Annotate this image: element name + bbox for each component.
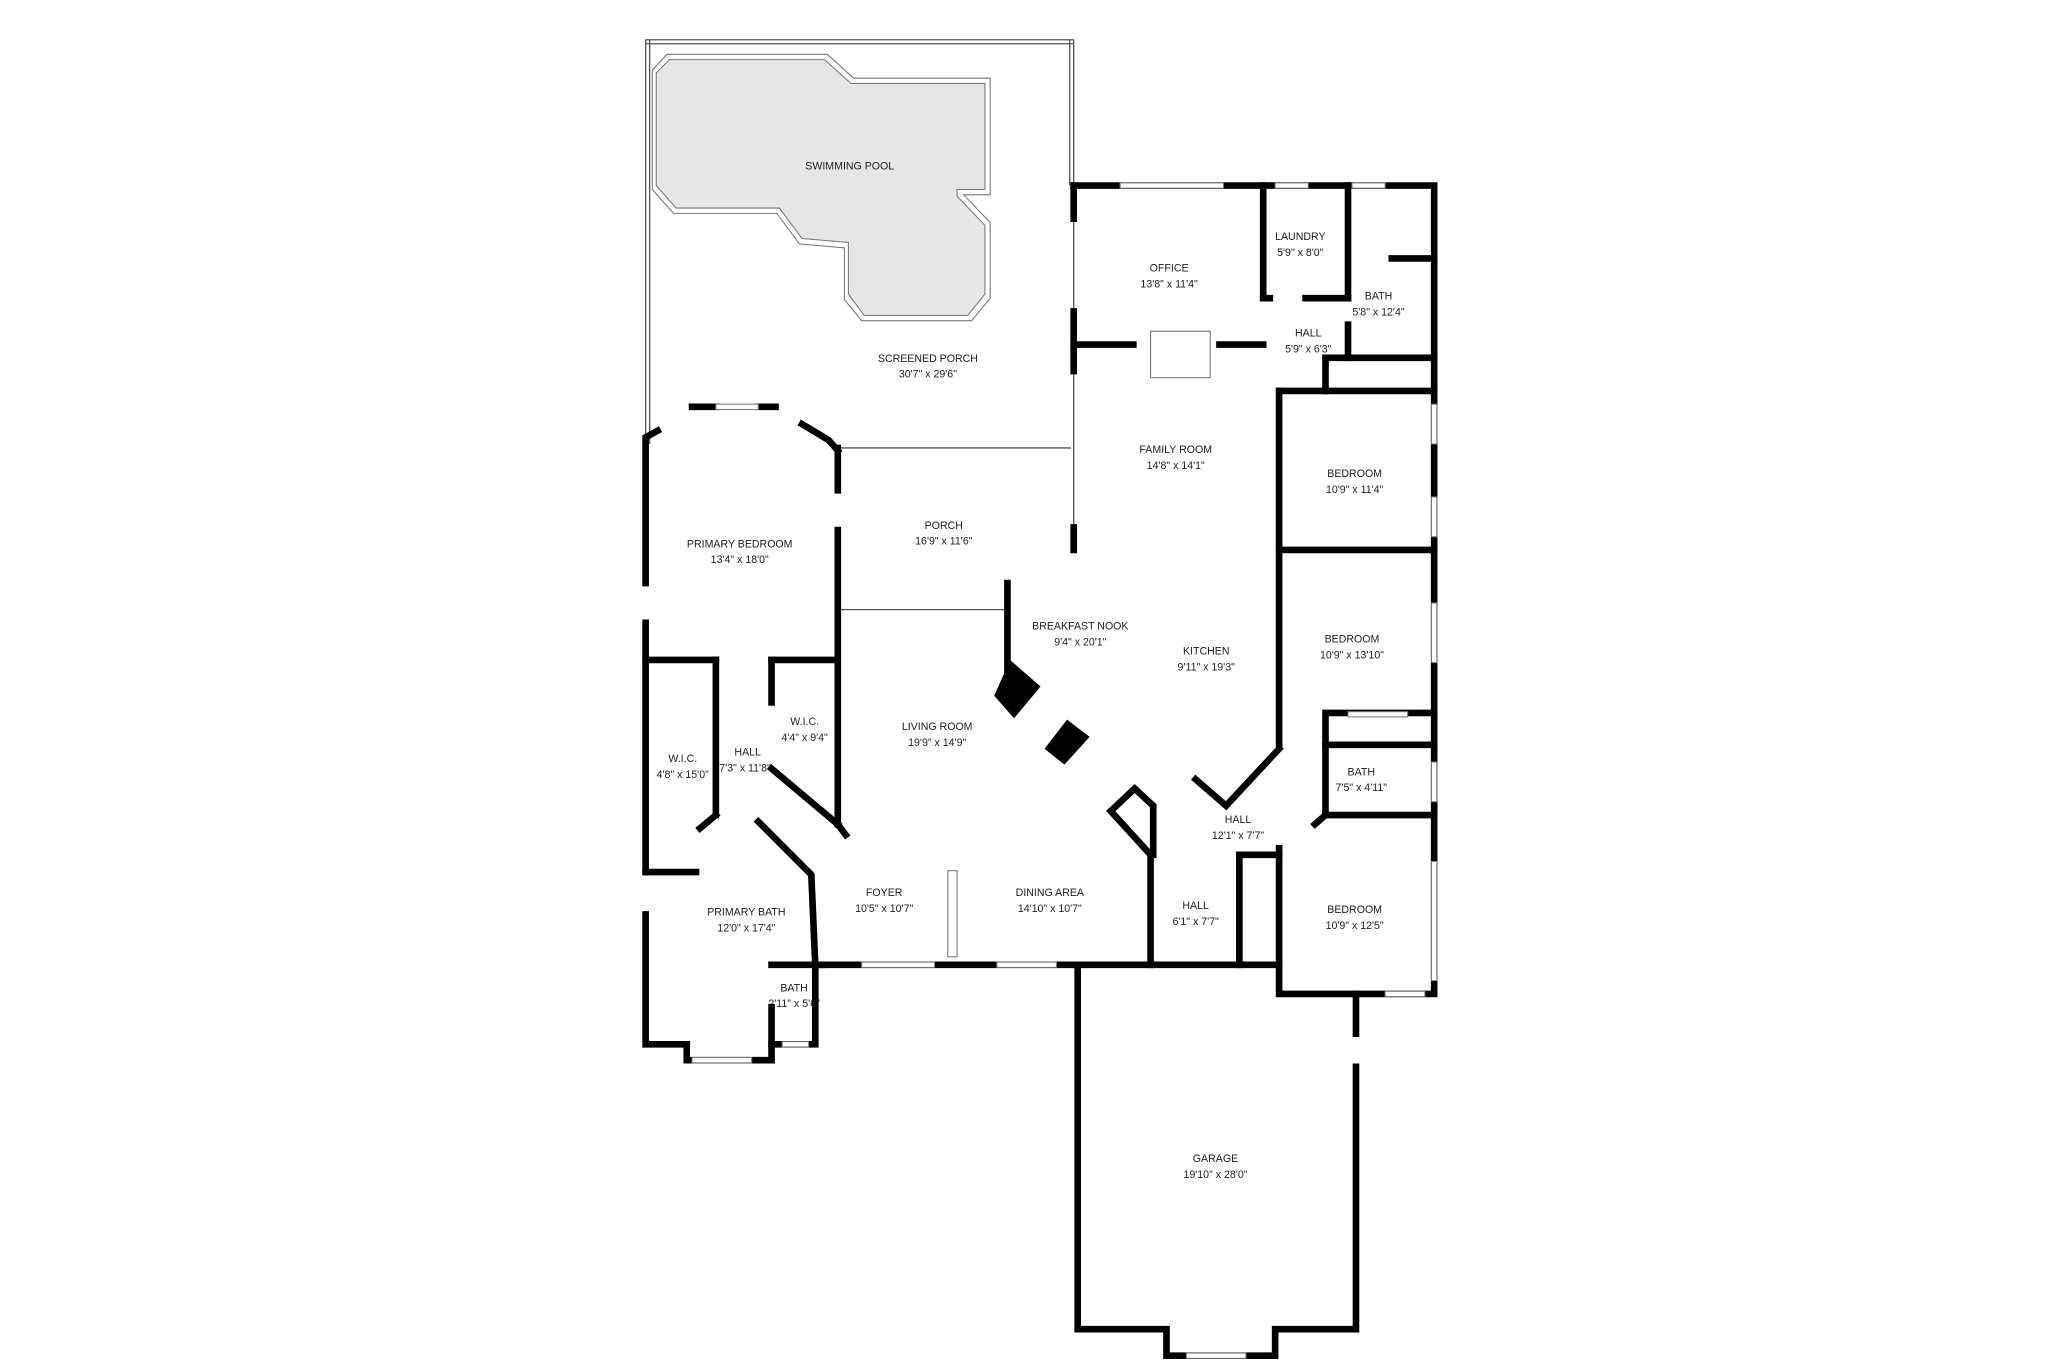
laundry-label: LAUNDRY [1275,231,1325,243]
bath-upper-label: BATH [1365,291,1392,303]
breakfast-nook-label: BREAKFAST NOOK [1032,620,1128,632]
bath-upper-size: 5'8" x 12'4" [1352,306,1404,318]
bedroom-1-size: 10'9" x 11'4" [1326,484,1384,496]
hall-primary-label: HALL [734,746,761,758]
pool-label: SWIMMING POOL [805,161,894,173]
fireplace-block [994,659,1041,719]
bath-mid-label: BATH [1348,766,1375,778]
breakfast-nook-size: 9'4" x 20'1" [1054,636,1106,648]
family-room-size: 14'8" x 14'1" [1147,460,1205,472]
primary-bedroom-size: 13'4" x 18'0" [711,554,769,566]
porch-size: 16'9" x 11'6" [915,536,973,548]
wic-right-label: W.I.C. [790,716,819,728]
bedroom-2-size: 10'9" x 13'10" [1320,650,1384,662]
living-room-size: 19'9" x 14'9" [908,737,966,749]
wic-left-size: 4'8" x 15'0" [657,769,709,781]
family-room-label: FAMILY ROOM [1139,444,1212,456]
wic-left-label: W.I.C. [668,753,697,765]
bath-small-label: BATH [780,982,807,994]
kitchen-label: KITCHEN [1183,646,1229,658]
room-labels: SWIMMING POOL SCREENED PORCH 30'7" x 29'… [657,161,1405,1182]
foyer-divider [947,870,958,958]
garage-label: GARAGE [1193,1153,1238,1165]
hall-small-label: HALL [1182,900,1209,912]
hearth [1150,330,1211,379]
bedroom-3-label: BEDROOM [1327,904,1382,916]
dining-area-label: DINING AREA [1016,887,1085,899]
hall-mid-size: 12'1" x 7'7" [1212,830,1264,842]
hall-small-size: 6'1" x 7'7" [1172,916,1219,928]
laundry-size: 5'9" x 8'0" [1277,247,1324,259]
swimming-pool-water [655,59,986,316]
hall-upper-size: 5'9" x 6'3" [1285,344,1332,356]
screened-porch-screens [644,39,1075,611]
hall-primary-size: 7'3" x 11'8" [719,762,771,774]
office-label: OFFICE [1150,263,1189,275]
kitchen-island-block [1044,719,1090,765]
screened-porch-label: SCREENED PORCH [878,353,978,365]
bedroom-2-label: BEDROOM [1325,634,1380,646]
foyer-size: 10'5" x 10'7" [855,903,913,915]
windows [691,182,1438,1359]
hall-mid-label: HALL [1225,814,1252,826]
living-room-label: LIVING ROOM [902,721,973,733]
wic-right-size: 4'4" x 9'4" [782,732,829,744]
primary-bath-label: PRIMARY BATH [707,907,785,919]
bedroom-1-label: BEDROOM [1327,468,1382,480]
screened-porch-size: 30'7" x 29'6" [899,369,957,381]
foyer-label: FOYER [866,887,903,899]
dining-area-size: 14'10" x 10'7" [1018,903,1082,915]
office-size: 13'8" x 11'4" [1140,279,1198,291]
hall-upper-label: HALL [1295,328,1322,340]
kitchen-size: 9'11" x 19'3" [1178,662,1236,674]
porch-label: PORCH [925,520,963,532]
bath-small-size: 2'11" x 5'6" [768,998,820,1010]
garage-size: 19'10" x 28'0" [1183,1169,1247,1181]
primary-bedroom-label: PRIMARY BEDROOM [687,538,793,550]
primary-bath-size: 12'0" x 17'4" [717,923,775,935]
bedroom-3-size: 10'9" x 12'5" [1326,920,1384,932]
bath-mid-size: 7'5" x 4'11" [1336,782,1388,794]
